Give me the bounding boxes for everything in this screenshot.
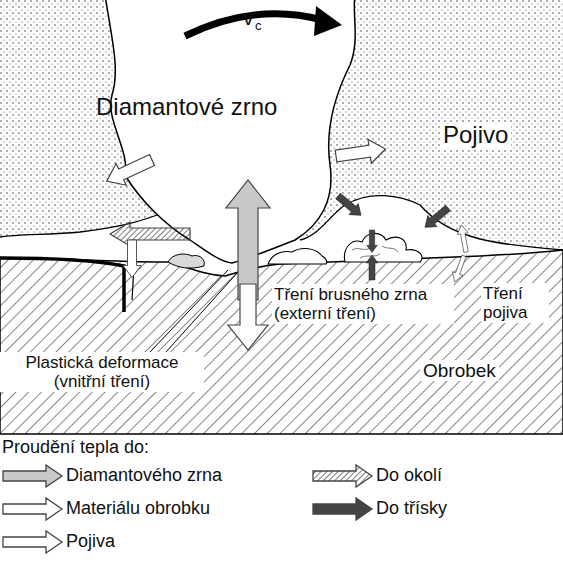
chip — [268, 249, 327, 264]
legend-text: Diamantového zrna — [66, 465, 222, 485]
legend-swatch — [2, 529, 64, 555]
speed-subscript: c — [255, 19, 262, 34]
binder-region-base — [300, 0, 563, 250]
workpiece-region: Obrobek — [0, 248, 563, 434]
legend-arrow — [3, 531, 62, 553]
speed-symbol: v — [243, 6, 254, 30]
heat-arrow-chip — [367, 230, 378, 253]
legend-text: Do třísky — [376, 498, 447, 518]
friction-label: Tření brusného zrna (externí tření) — [272, 284, 454, 324]
legend-swatch — [2, 496, 64, 522]
workpiece-label: Obrobek — [420, 360, 499, 381]
legend-arrow — [313, 498, 372, 520]
legend-swatch — [2, 463, 64, 489]
deformation-label: Plastická deformace (vnitřní tření) — [0, 352, 204, 392]
legend-arrow — [313, 465, 372, 487]
legend-text: Pojiva — [66, 531, 115, 551]
legend-swatch — [312, 496, 374, 522]
grain-label: Diamantové zrno — [96, 94, 277, 121]
legend-swatch — [312, 463, 374, 489]
legend-arrow — [3, 465, 62, 487]
legend-text: Do okolí — [376, 465, 442, 485]
binder-region-shape — [300, 0, 563, 250]
workpiece-region-base — [0, 250, 563, 434]
binder-label: Pojivo — [440, 122, 511, 149]
chip — [344, 233, 422, 262]
workpiece-region-outline — [0, 248, 563, 434]
friction-label: Tření pojiva — [481, 283, 549, 323]
legend-arrow — [3, 498, 62, 520]
legend-heading: Proudění tepla do: — [2, 437, 149, 457]
legend-text: Materiálu obrobku — [66, 498, 210, 518]
workpiece-region-shape — [0, 250, 563, 434]
